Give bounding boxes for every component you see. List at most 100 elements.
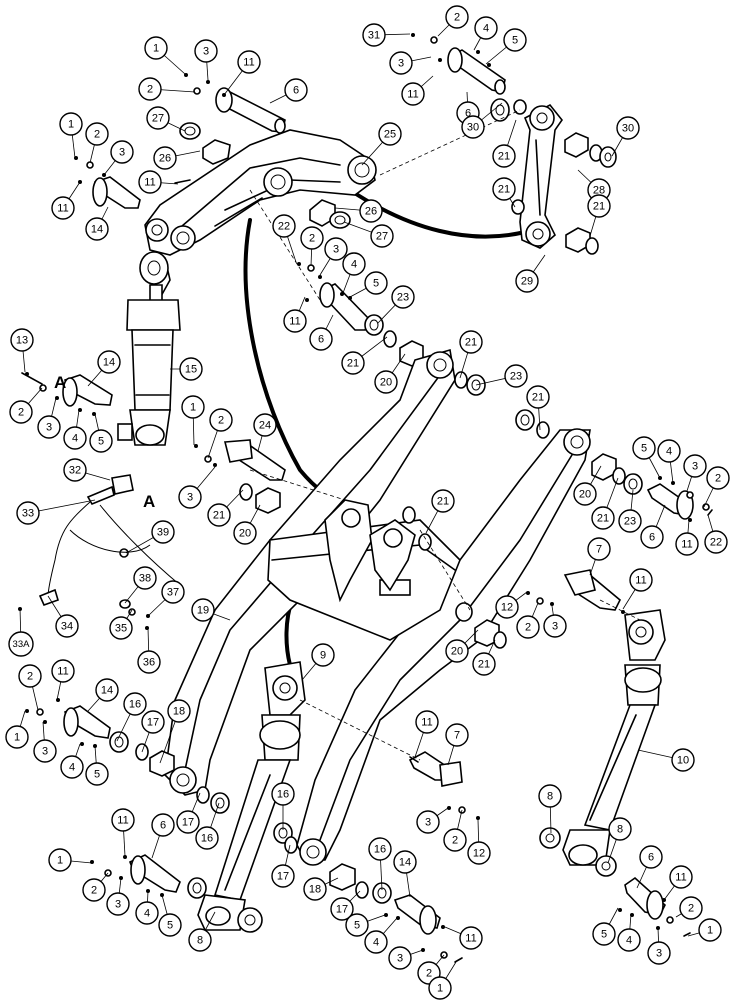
callout-c21c: 21 [587, 194, 611, 237]
callout-c1c: 1 [181, 395, 205, 446]
callout-circle [138, 77, 162, 101]
callout-circle [51, 659, 75, 683]
callout-c32: 32 [63, 458, 111, 482]
callout-circle [492, 144, 516, 168]
callout-circle [370, 224, 394, 248]
callout-number: 1 [707, 925, 713, 937]
callout-number: 27 [152, 113, 164, 125]
callout-circle [587, 194, 611, 218]
callout-number: 17 [182, 817, 194, 829]
callout-c3j: 3 [416, 807, 449, 834]
callout-number: 2 [94, 129, 100, 141]
callout-number: 22 [710, 537, 722, 549]
callout-number: 4 [666, 446, 672, 458]
callout-c4b: 4 [342, 252, 366, 294]
callout-c22b: 22 [704, 514, 728, 554]
callout-c8a: 8 [538, 784, 562, 834]
callout-circle [461, 115, 485, 139]
callout-circle [364, 271, 388, 295]
callout-number: 11 [675, 872, 686, 884]
callout-number: 2 [147, 84, 153, 96]
callout-c5h: 5 [345, 913, 386, 937]
callout-number: 2 [18, 407, 24, 419]
callout-circle [675, 532, 699, 556]
callout-number: 34 [61, 621, 73, 633]
callout-circle [272, 214, 296, 238]
callout-number: 21 [347, 358, 359, 370]
callout-c2k: 2 [82, 872, 109, 902]
callout-number: 18 [309, 884, 321, 896]
callout-circle [311, 643, 335, 667]
callout-c4f: 4 [135, 890, 159, 925]
callout-number: 27 [376, 231, 388, 243]
callout-c11f: 11 [675, 519, 699, 556]
callout-c17b: 17 [176, 792, 201, 834]
callout-c37: 37 [147, 580, 185, 617]
callout-number: 21 [465, 337, 477, 349]
callout-c3k: 3 [106, 877, 130, 916]
callout-c2g: 2 [703, 466, 730, 508]
callout-number: 3 [42, 746, 48, 758]
callout-circle [504, 364, 528, 388]
callout-circle [474, 16, 498, 40]
callout-circle [237, 50, 261, 74]
callout-number: 11 [57, 203, 68, 215]
callout-c15: 15 [170, 357, 203, 381]
callout-number: 1 [68, 119, 74, 131]
callout-number: 5 [94, 769, 100, 781]
callout-circle [359, 199, 383, 223]
callout-number: 11 [243, 57, 254, 69]
callout-number: 23 [510, 371, 522, 383]
callout-circle [123, 692, 147, 716]
callout-number: 30 [622, 123, 634, 135]
callout-c1a: 1 [144, 36, 186, 75]
callout-circle [253, 413, 277, 437]
callout-c3f: 3 [178, 466, 216, 509]
callout-c5d: 5 [632, 436, 661, 479]
callout-number: 11 [635, 575, 646, 587]
callout-c11i: 11 [414, 710, 439, 758]
callout-c16d: 16 [368, 837, 392, 891]
callout-number: 29 [521, 276, 533, 288]
bellcrank [144, 129, 377, 256]
callout-number: 6 [293, 85, 299, 97]
callout-c5g: 5 [592, 907, 619, 946]
callout-c24: 24 [253, 413, 277, 452]
callout-c11b: 11 [223, 50, 261, 96]
callout-circle [698, 918, 722, 942]
callout-c6f: 6 [636, 845, 663, 889]
callout-circle [55, 614, 79, 638]
parts-line-art [18, 33, 713, 963]
callout-circle [151, 520, 175, 544]
callout-number: 32 [69, 465, 81, 477]
callout-c8c: 8 [188, 911, 216, 952]
callout-number: 16 [374, 844, 386, 856]
callout-number: 3 [656, 948, 662, 960]
callout-c1g: 1 [428, 961, 457, 1000]
callout-number: 26 [365, 206, 377, 218]
callout-c12a: 12 [495, 591, 528, 619]
callout-number: 5 [354, 920, 360, 932]
callout-number: 36 [143, 657, 155, 669]
callout-c3i: 3 [33, 721, 57, 763]
callout-circle [37, 415, 61, 439]
callout-circle [368, 837, 392, 861]
callout-circle [683, 454, 707, 478]
callout-number: 9 [320, 650, 326, 662]
callout-number: 11 [117, 815, 128, 827]
callout-circle [233, 521, 257, 545]
callout-circle [85, 122, 109, 146]
callout-number: 37 [167, 587, 179, 599]
callout-c14a: 14 [85, 206, 109, 241]
callout-c2e: 2 [9, 387, 43, 424]
callout-circle [191, 598, 215, 622]
callout-c3m: 3 [388, 946, 424, 970]
callout-circle [137, 650, 161, 674]
callout-circle [617, 928, 641, 952]
callout-c31a: 31 [362, 23, 411, 47]
callout-circle [431, 489, 455, 513]
callout-circle [592, 922, 616, 946]
cylinder-9 [197, 661, 306, 933]
callout-number: 33A [13, 639, 31, 650]
callout-number: 3 [425, 817, 431, 829]
